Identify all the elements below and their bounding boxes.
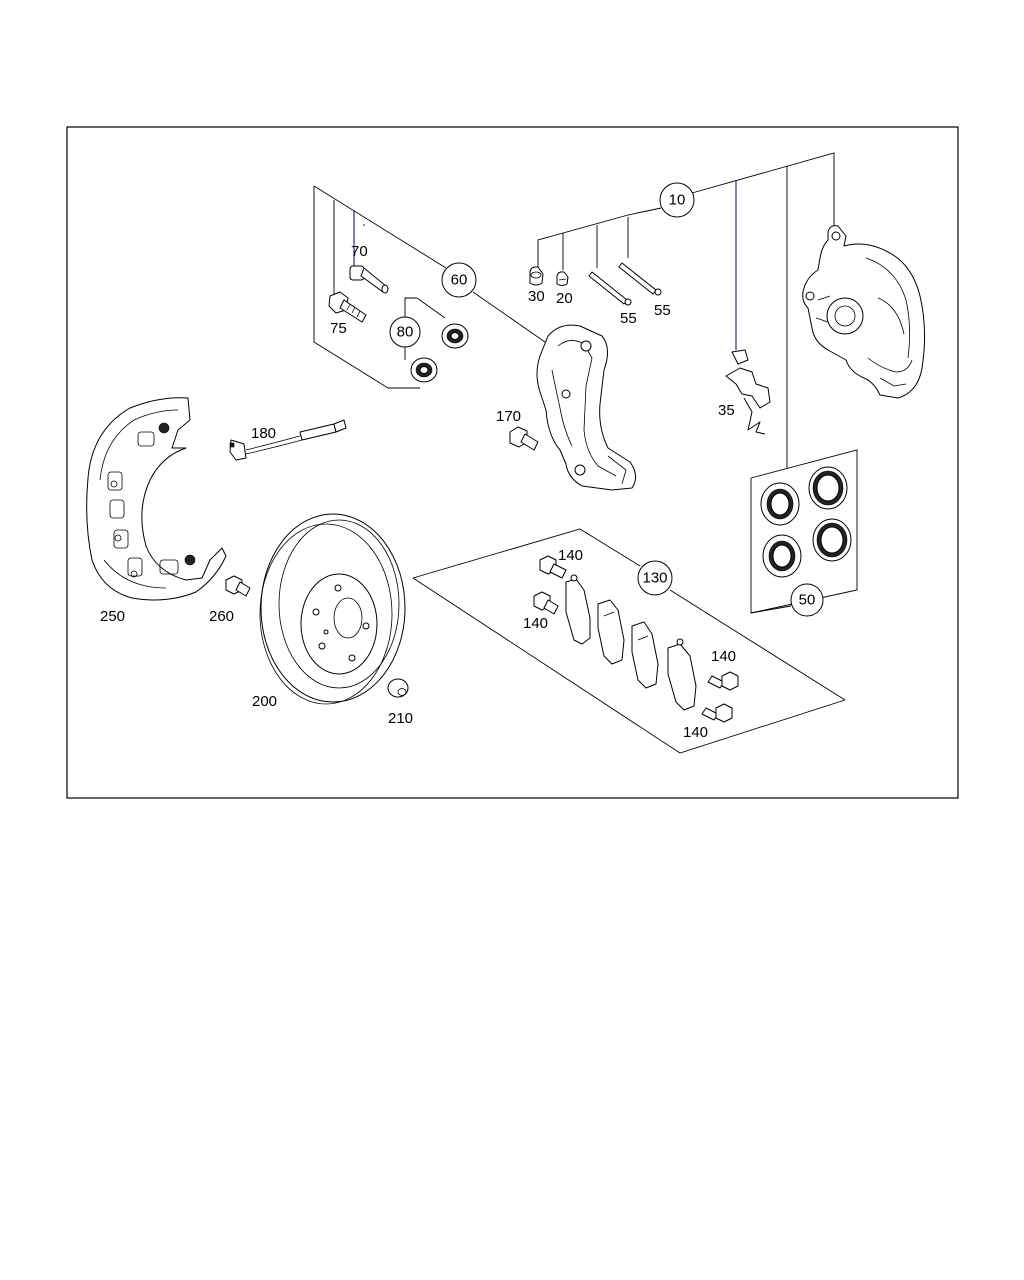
- bolt-140-c: [707, 671, 739, 691]
- callout-10: 10: [659, 182, 695, 218]
- label-210: 210: [388, 710, 413, 727]
- callout-50-label: 50: [799, 592, 816, 609]
- bolt-170: [509, 426, 539, 451]
- bushing-80: [410, 357, 438, 383]
- callout-50: 50: [790, 583, 824, 617]
- cap-30: [529, 266, 544, 286]
- pin-55-b: [618, 262, 662, 296]
- bolt-140-b: [533, 591, 559, 615]
- label-70: 70: [351, 243, 368, 260]
- leader-lines: [313, 152, 858, 754]
- pin-55-a: [588, 271, 632, 306]
- spring-clip-35: [725, 349, 771, 435]
- brake-pad-set-130: [565, 574, 697, 711]
- label-140-a: 140: [558, 547, 583, 564]
- label-200: 200: [252, 693, 277, 710]
- label-140-b: 140: [523, 615, 548, 632]
- callout-130: 130: [637, 560, 673, 596]
- bolt-260: [225, 575, 251, 597]
- callout-80-label: 80: [397, 324, 414, 341]
- label-30: 30: [528, 288, 545, 305]
- callout-60-label: 60: [451, 272, 468, 289]
- label-55-a: 55: [620, 310, 637, 327]
- label-20: 20: [556, 290, 573, 307]
- caliper-bracket: [536, 324, 636, 491]
- screw-210: [387, 678, 409, 698]
- caliper-housing-10: [802, 225, 926, 399]
- wear-sensor-180: [229, 419, 347, 461]
- callout-130-label: 130: [642, 570, 667, 587]
- bolt-140-d: [701, 703, 733, 723]
- callout-60: 60: [441, 262, 477, 298]
- diagram-frame: [66, 126, 959, 799]
- callout-10-label: 10: [669, 192, 686, 209]
- cap-20: [556, 271, 569, 286]
- seal-kit-50: [760, 466, 852, 578]
- splash-shield-250: [86, 397, 227, 601]
- brake-disc-200: [259, 513, 406, 705]
- label-75: 75: [330, 320, 347, 337]
- label-250: 250: [100, 608, 125, 625]
- label-170: 170: [496, 408, 521, 425]
- label-140-c: 140: [711, 648, 736, 665]
- label-260: 260: [209, 608, 234, 625]
- label-55-b: 55: [654, 302, 671, 319]
- callout-80: 80: [389, 316, 421, 348]
- bolt-75: [328, 291, 367, 323]
- label-35: 35: [718, 402, 735, 419]
- bushing-60: [441, 323, 469, 349]
- guide-bolt-70: [349, 265, 389, 294]
- bolt-140-a: [539, 555, 567, 579]
- label-140-d: 140: [683, 724, 708, 741]
- label-180: 180: [251, 425, 276, 442]
